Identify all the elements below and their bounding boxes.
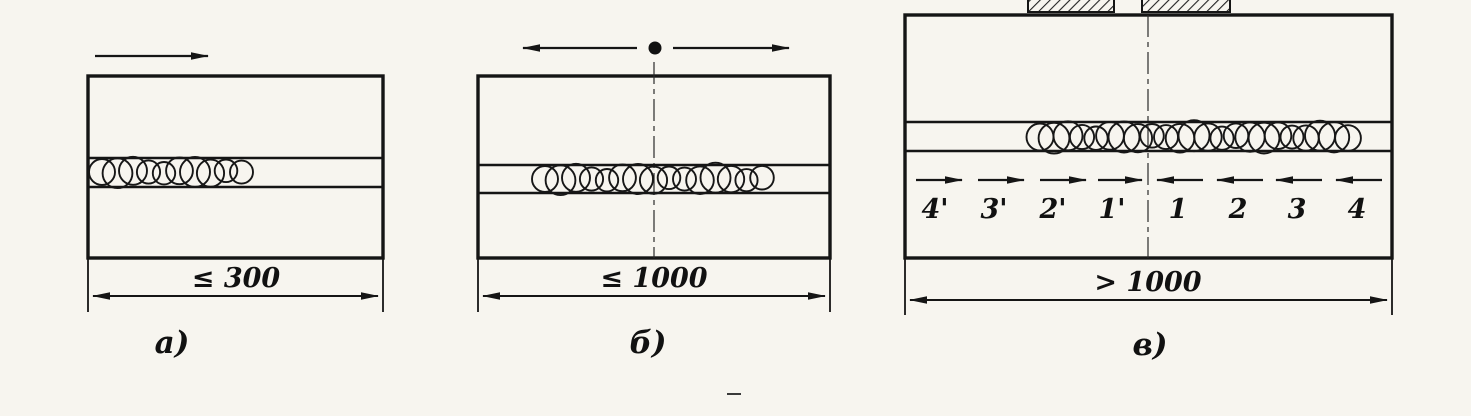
dimension-label: ≤ 300 xyxy=(192,263,281,294)
dimension-label: > 1000 xyxy=(1094,267,1201,298)
segment-number: 1' xyxy=(1098,194,1125,225)
segment-number: 2 xyxy=(1228,194,1248,225)
segment-number: 1 xyxy=(1169,194,1188,225)
segment-number: 2' xyxy=(1038,194,1066,225)
panel-label: б) xyxy=(629,325,666,361)
panel-label: а) xyxy=(155,325,190,361)
weld-seam xyxy=(531,161,775,197)
segment-number: 3' xyxy=(980,194,1007,225)
panel-b: ≤ 1000 б) xyxy=(476,41,832,361)
segment-number: 4 xyxy=(1348,194,1367,225)
weld-seam xyxy=(1025,119,1362,155)
weld-seam xyxy=(88,155,254,190)
plate-outline xyxy=(86,74,385,260)
panel-a: ≤ 300 а) xyxy=(86,52,385,361)
clamp-tab xyxy=(1027,0,1115,13)
start-point-dot xyxy=(648,41,662,55)
panel-v: 4' 3' 2' 1' 1 2 3 4 > 1000 в) xyxy=(903,0,1394,363)
panel-label: в) xyxy=(1132,327,1167,363)
segment-number: 4' xyxy=(921,194,948,225)
segment-number: 3 xyxy=(1288,194,1307,225)
dimension-label: ≤ 1000 xyxy=(600,263,707,294)
clamp-tab xyxy=(1141,0,1231,13)
